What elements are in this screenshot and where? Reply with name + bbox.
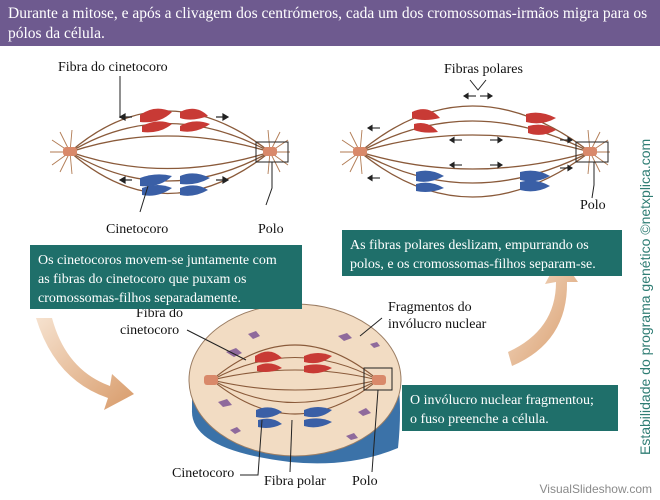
sliding-arrows-top-right [366, 92, 574, 182]
pole-box-2 [575, 141, 609, 163]
label-cinetocoro-bottom: Cinetocoro [172, 466, 235, 481]
centriole-right [263, 147, 277, 156]
label-fibra-polar: Fibra polar [264, 474, 326, 489]
leader-lines-top-right [469, 79, 595, 199]
explanation-box-right: As fibras polares deslizam, empurrando o… [342, 230, 622, 276]
label-fragmentos-2: invólucro nuclear [388, 317, 487, 332]
centriole-bottom-left [204, 375, 218, 385]
curved-arrow-left [36, 318, 134, 410]
box-bottom-line1: O invólucro nuclear fragmentou; [410, 393, 594, 408]
motion-arrows-top-left [118, 112, 230, 185]
label-fibra-cinetocoro-top: Fibra do cinetocoro [58, 60, 168, 75]
watermark-text: VisualSlideshow.com [539, 482, 652, 496]
box-left-line2: as fibras do cinetocoro que puxam os [38, 272, 247, 287]
blue-chromosomes-top-right [416, 170, 550, 192]
vertical-credit-text: Estabilidade do programa genético ©netxp… [637, 138, 653, 455]
centriole-right-2 [583, 147, 597, 156]
curved-arrow-right [508, 256, 578, 366]
red-chromosomes-top-left [140, 108, 210, 133]
header-text: Durante a mitose, e após a clivagem dos … [8, 5, 648, 42]
label-fragmentos-1: Fragmentos do [388, 300, 472, 315]
label-cinetocoro-word: cinetocoro [120, 323, 180, 338]
red-chromosomes-bottom [255, 351, 332, 374]
centriole-left-2 [353, 147, 367, 156]
slide-header: Durante a mitose, e após a clivagem dos … [0, 0, 660, 46]
explanation-box-bottom: O invólucro nuclear fragmentou; o fuso p… [402, 385, 618, 431]
explanation-box-left: Os cinetocoros movem-se juntamente com a… [30, 245, 302, 309]
cell-bottom [186, 303, 402, 476]
box-left-line1: Os cinetocoros movem-se juntamente com [38, 253, 277, 268]
centriole-left [63, 147, 77, 156]
spindle-top-left [50, 76, 290, 213]
box-left-line3: cromossomas-filhos separadamente. [38, 291, 241, 306]
centriole-bottom-right [372, 375, 386, 385]
label-polo-top-right: Polo [580, 198, 606, 213]
label-polo-top-left: Polo [258, 222, 284, 237]
spindle-fibers-bottom [211, 344, 379, 415]
cell-cytoplasm [188, 303, 402, 457]
blue-chromosomes-top-left [140, 173, 210, 196]
red-chromosomes-top-right [412, 109, 556, 135]
label-cinetocoro-top: Cinetocoro [106, 222, 169, 237]
label-fibras-polares: Fibras polares [444, 62, 523, 77]
leader-lines-bottom [186, 317, 383, 476]
blue-chromosomes-bottom [256, 407, 332, 428]
spindle-top-right [340, 79, 610, 199]
label-polo-bottom: Polo [352, 474, 378, 489]
box-bottom-line2: o fuso preenche a célula. [410, 412, 549, 427]
spindle-fibers-top-right [359, 105, 591, 198]
label-fibra-do: Fibra do [136, 306, 184, 321]
box-right-line1: As fibras polares deslizam, empurrando o… [350, 238, 589, 253]
box-right-line2: polos, e os cromossomas-filhos separam-s… [350, 257, 596, 272]
spindle-fibers-top-left [69, 110, 271, 195]
nuclear-envelope-fragments [218, 331, 380, 440]
leader-lines-top-left [119, 76, 273, 213]
